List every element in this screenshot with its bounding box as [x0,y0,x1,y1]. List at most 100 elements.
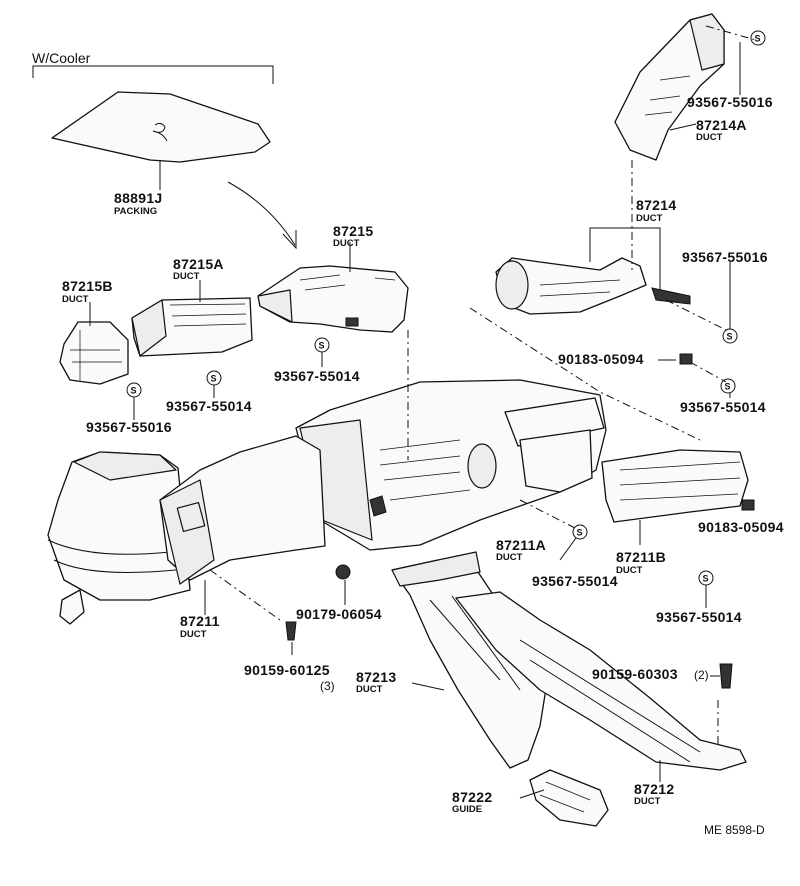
duct-87214-bracket [651,287,691,305]
leader-87214a [669,123,697,131]
label-s06: 90183-05094 [558,351,644,367]
leader-87222 [519,789,545,799]
duct-87211-flange [159,479,215,585]
main-unit-right-duct [519,429,593,493]
duct-87215a-ribs [169,303,247,327]
guide-87222-body [529,769,609,827]
duct-87215-clip [345,317,359,327]
svg-text:S: S [727,332,733,342]
svg-text:S: S [725,382,731,392]
group-bracket [32,65,274,84]
label-87213-part: 87213 [356,669,396,685]
duct-87214-drawing [495,227,691,315]
duct-87211b-drawing [601,449,749,545]
clip-90183-b [741,499,755,511]
dash-87214-plane [469,307,701,441]
label-87211b-part: 87211B [616,549,666,565]
label-87214-name: DUCT [636,213,663,224]
label-87222-name: GUIDE [452,804,482,815]
label-87215b-part: 87215B [62,278,113,294]
bolt-90159-60125 [285,621,297,641]
duct-87212-drawing [455,591,747,782]
label-s04: 93567-55014 [274,368,360,384]
label-87222-part: 87222 [452,789,492,805]
screw-symbol-s04: S [314,337,330,353]
duct-87214-body [495,257,647,315]
label-s11: 90179-06054 [296,606,382,622]
group-title: W/Cooler [32,50,91,66]
svg-text:S: S [211,374,217,384]
label-s13-qty: (2) [694,668,709,682]
hardware [285,353,755,689]
duct-87215a-drawing [131,280,253,357]
label-87215a-part: 87215A [173,256,224,272]
label-87213-name: DUCT [356,684,383,695]
label-s03: 93567-55014 [166,398,252,414]
label-87214a-name: DUCT [696,132,723,143]
label-s12-qty: (3) [320,679,335,693]
callout-labels: 88891J PACKING 87215 DUCT 87215A DUCT 87… [62,94,784,837]
label-s05: 93567-55016 [682,249,768,265]
duct-87213-ribs [429,595,521,691]
label-s10: 93567-55014 [656,609,742,625]
clip-90183-a [679,353,693,365]
main-unit-top-outlet [504,397,605,447]
leader-s09 [559,537,577,561]
leader-87214 [589,227,661,290]
svg-text:S: S [577,528,583,538]
svg-text:S: S [703,574,709,584]
blower-bands [47,539,177,573]
duct-87211-port [176,501,206,533]
label-s01: 93567-55016 [687,94,773,110]
dash-s01 [705,25,757,41]
label-87215a-name: DUCT [173,271,200,282]
label-s02: 93567-55016 [86,419,172,435]
svg-text:S: S [131,386,137,396]
install-arrow-curve [227,181,296,246]
install-arrow-head [282,230,297,250]
screw-symbol-s09: S [572,524,588,540]
duct-87215-opening [257,289,293,323]
blower-top [73,451,177,481]
label-s12: 90159-60125 [244,662,330,678]
label-s08: 90183-05094 [698,519,784,535]
duct-87215-ribs [299,274,396,291]
duct-87211-drawing [159,435,326,615]
dash-s09 [519,499,576,529]
dash-s05 [665,299,727,331]
duct-87215b-body [59,321,129,385]
duct-87214a-ribs [644,75,691,116]
packing-tab [152,122,168,142]
guide-87222-ribs [539,781,591,813]
label-88891j-part: 88891J [114,190,163,206]
leader-87213 [411,682,445,691]
assembly-lines [209,25,757,745]
bolt-90159-60303 [719,663,733,689]
duct-87215-drawing [257,242,409,333]
label-87211b-name: DUCT [616,565,643,576]
label-87215-name: DUCT [333,238,360,249]
label-87214a-part: 87214A [696,117,747,133]
label-87215b-name: DUCT [62,294,89,305]
label-s13: 90159-60303 [592,666,678,682]
label-87215-part: 87215 [333,223,373,239]
duct-87214-mouth [495,260,529,310]
diagram-code: ME 8598-D [704,823,765,837]
w-cooler-group: W/Cooler [32,50,274,84]
duct-87215b-drawing [59,302,129,385]
duct-87211b-body [601,449,749,523]
blower-foot [59,589,85,625]
duct-87211b-ribs [619,461,741,501]
screw-symbol-s02: S [126,382,142,398]
duct-87213-inlet [391,551,481,587]
label-87211-name: DUCT [180,629,207,640]
duct-87214-ribs [539,279,621,297]
duct-87214a-drawing [614,13,725,161]
screw-symbol-s07: S [720,378,736,394]
screw-symbols: S S S S S S S S [126,30,766,677]
label-87211-part: 87211 [180,613,220,629]
label-s07: 93567-55014 [680,399,766,415]
main-unit-drawing [295,379,607,551]
